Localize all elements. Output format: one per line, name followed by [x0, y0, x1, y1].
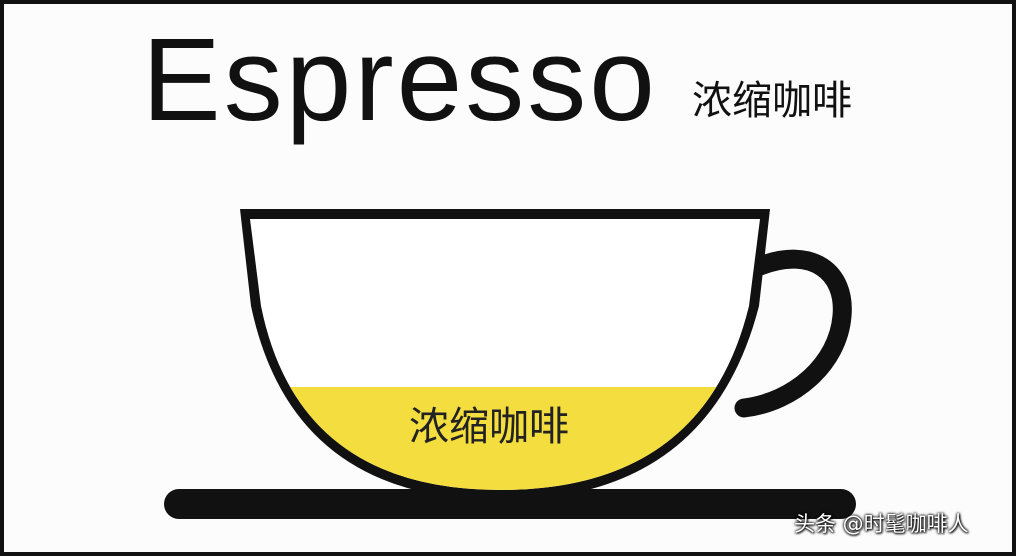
subtitle: 浓缩咖啡 [692, 78, 852, 124]
cup-handle [734, 249, 852, 418]
liquid-label: 浓缩咖啡 [409, 404, 569, 450]
title: Espresso [142, 14, 658, 146]
espresso-cup-illustration [164, 209, 856, 519]
saucer [164, 489, 856, 519]
watermark: 头条 @时髦咖啡人 [794, 512, 969, 536]
diagram-canvas: Espresso 浓缩咖啡 浓缩咖啡 头条 @时髦咖啡人 [4, 4, 1012, 552]
